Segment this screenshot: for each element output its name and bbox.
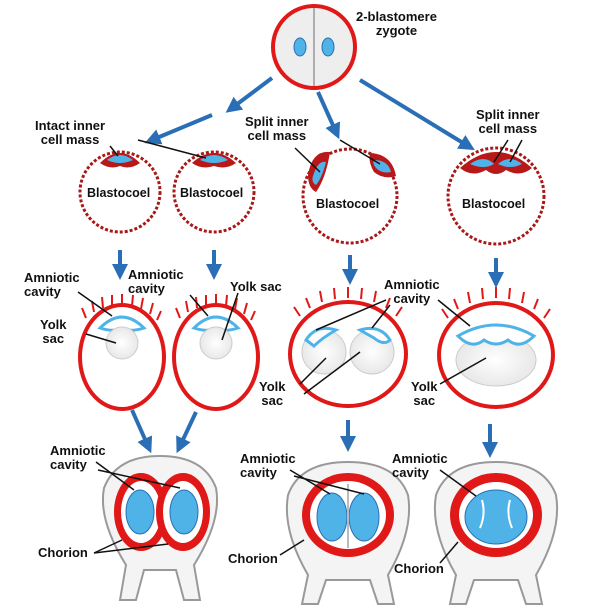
arrow-to-intact-right bbox=[225, 76, 274, 113]
blastocoel-label-intact-left: Blastocoel bbox=[87, 186, 151, 200]
blastocyst-intact-right bbox=[172, 150, 256, 234]
fetus-amniotic-label-right: Amniotic cavity bbox=[392, 452, 448, 480]
yolk-left-line1: Yolk bbox=[40, 317, 67, 332]
split-b-label-line2: cell mass bbox=[478, 121, 538, 136]
split-a-label-line1: Split inner bbox=[245, 114, 309, 129]
split-inner-cell-mass-label-a: Split inner cell mass bbox=[245, 115, 309, 143]
two-blastomere-zygote bbox=[271, 4, 357, 90]
implanted-split-b bbox=[437, 287, 555, 409]
fetus-amniotic-right-line2: cavity bbox=[392, 465, 429, 480]
split-inner-cell-mass-label-b: Split inner cell mass bbox=[476, 108, 540, 136]
amniotic-left-line2: cavity bbox=[24, 284, 61, 299]
implanted-intact-left bbox=[78, 294, 166, 411]
split-b-label-line1: Split inner bbox=[476, 107, 540, 122]
zygote-label-line1: 2-blastomere bbox=[356, 9, 437, 24]
amniotic-cavity-label-mid: Amniotic cavity bbox=[128, 268, 184, 296]
fetus-amniotic-right-line1: Amniotic bbox=[392, 451, 448, 466]
uterus-dichorionic bbox=[101, 454, 219, 601]
zygote-label: 2-blastomere zygote bbox=[356, 10, 437, 38]
arrow-to-split-b bbox=[358, 78, 475, 151]
yolk-split-a-line2: sac bbox=[261, 393, 284, 408]
blastocyst-intact-left bbox=[78, 150, 162, 234]
blastocoel-label-intact-right: Blastocoel bbox=[180, 186, 244, 200]
yolk-split-a-line1: Yolk bbox=[259, 379, 286, 394]
fetus-amniotic-label-mid: Amniotic cavity bbox=[240, 452, 296, 480]
fetus-row bbox=[101, 454, 559, 605]
chorion-label-left: Chorion bbox=[38, 545, 88, 560]
intact-inner-cell-mass-label: Intact inner cell mass bbox=[35, 119, 105, 147]
yolk-left-line2: sac bbox=[42, 331, 65, 346]
arrow-to-intact-left bbox=[144, 113, 213, 145]
row3-arrows bbox=[130, 409, 498, 458]
intact-label-line1: Intact inner bbox=[35, 118, 106, 133]
chorion-label-right: Chorion bbox=[394, 561, 444, 576]
fetus-amniotic-mid-line2: cavity bbox=[240, 465, 277, 480]
chorion-label-mid: Chorion bbox=[228, 551, 278, 566]
uterus-monochorionic-monoamniotic bbox=[433, 460, 559, 605]
yolk-split-b-line2: sac bbox=[413, 393, 436, 408]
leader-lines bbox=[77, 139, 523, 564]
implanted-intact-right bbox=[172, 294, 260, 411]
zygote-arrows bbox=[144, 76, 475, 151]
row2-arrows bbox=[112, 250, 504, 288]
fetus-amniotic-label-left: Amniotic cavity bbox=[50, 444, 106, 472]
blastocoel-label-split-a: Blastocoel bbox=[316, 197, 380, 211]
yolk-sac-label-left: Yolk sac bbox=[40, 318, 67, 346]
yolk-sac-label-split-a: Yolk sac bbox=[259, 380, 286, 408]
implantation-row bbox=[78, 287, 555, 411]
amniotic-mid-line2: cavity bbox=[128, 281, 165, 296]
blastocoel-label-split-b: Blastocoel bbox=[462, 197, 526, 211]
amniotic-left-line1: Amniotic bbox=[24, 270, 80, 285]
intact-label-line2: cell mass bbox=[40, 132, 100, 147]
amniotic-cavity-label-left: Amniotic cavity bbox=[24, 271, 80, 299]
zygote-label-line2: zygote bbox=[375, 23, 418, 38]
yolk-split-b-line1: Yolk bbox=[411, 379, 438, 394]
fetus-amniotic-mid-line1: Amniotic bbox=[240, 451, 296, 466]
blastocyst-split-a bbox=[301, 147, 399, 245]
fetus-amniotic-left-line2: cavity bbox=[50, 457, 87, 472]
arrow-to-split-a bbox=[316, 91, 341, 140]
amniotic-right-line2: cavity bbox=[393, 291, 431, 306]
uterus-monochorionic-diamniotic bbox=[285, 460, 411, 605]
amniotic-right-line1: Amniotic bbox=[384, 277, 440, 292]
fetus-amniotic-left-line1: Amniotic bbox=[50, 443, 106, 458]
blastocyst-split-b bbox=[446, 146, 546, 246]
yolk-sac-label-top: Yolk sac bbox=[230, 279, 282, 294]
split-a-label-line2: cell mass bbox=[247, 128, 307, 143]
amniotic-mid-line1: Amniotic bbox=[128, 267, 184, 282]
yolk-sac-label-split-b: Yolk sac bbox=[411, 380, 438, 408]
amniotic-cavity-label-right: Amniotic cavity bbox=[384, 278, 440, 306]
